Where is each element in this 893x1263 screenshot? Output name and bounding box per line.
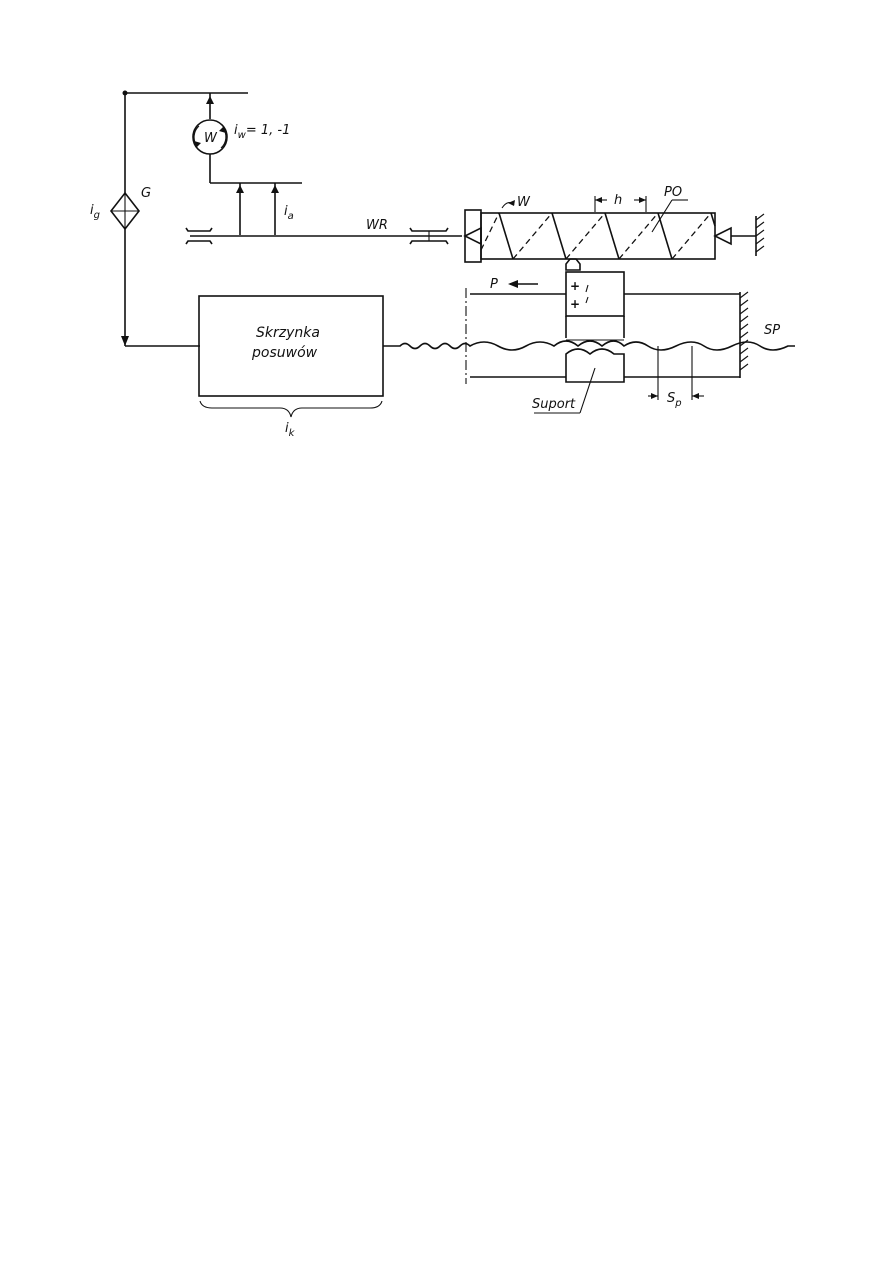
carriage-frame (465, 288, 749, 384)
cutting-tool: + + (565, 258, 625, 338)
label-S-p: Sp (667, 391, 682, 409)
workpiece-po (480, 196, 765, 260)
carriage-nut (534, 339, 625, 414)
label-G: G (141, 186, 151, 201)
gear-train-g-symbol (109, 191, 141, 231)
label-i-g: ig (90, 203, 100, 221)
label-P: P (490, 277, 498, 292)
label-i-w: iw= 1, -1 (234, 123, 290, 141)
label-WR: WR (366, 218, 388, 233)
reverser-w-symbol (192, 93, 302, 184)
input-shaft-line (121, 90, 248, 347)
svg-text:+: + (570, 279, 580, 293)
feed-arrow (508, 280, 538, 288)
label-SP: SP (764, 323, 780, 338)
label-i-a: ia (284, 204, 294, 222)
label-W-reverser: W (204, 131, 218, 146)
label-PO: PO (664, 185, 682, 200)
spindle-connections (236, 183, 279, 235)
label-i-k: ik (285, 421, 296, 439)
svg-text:+: + (570, 297, 580, 311)
label-W-rotation: W (517, 195, 531, 210)
label-h: h (614, 193, 622, 208)
lead-screw-sp (383, 340, 795, 351)
feed-box-label-line1: Skrzynka (256, 325, 320, 341)
label-Suport: Suport (532, 397, 576, 412)
feed-box-label-line2: posuwów (251, 345, 318, 361)
pitch-sp-dimension (648, 346, 704, 400)
spindle-wr (185, 209, 482, 263)
